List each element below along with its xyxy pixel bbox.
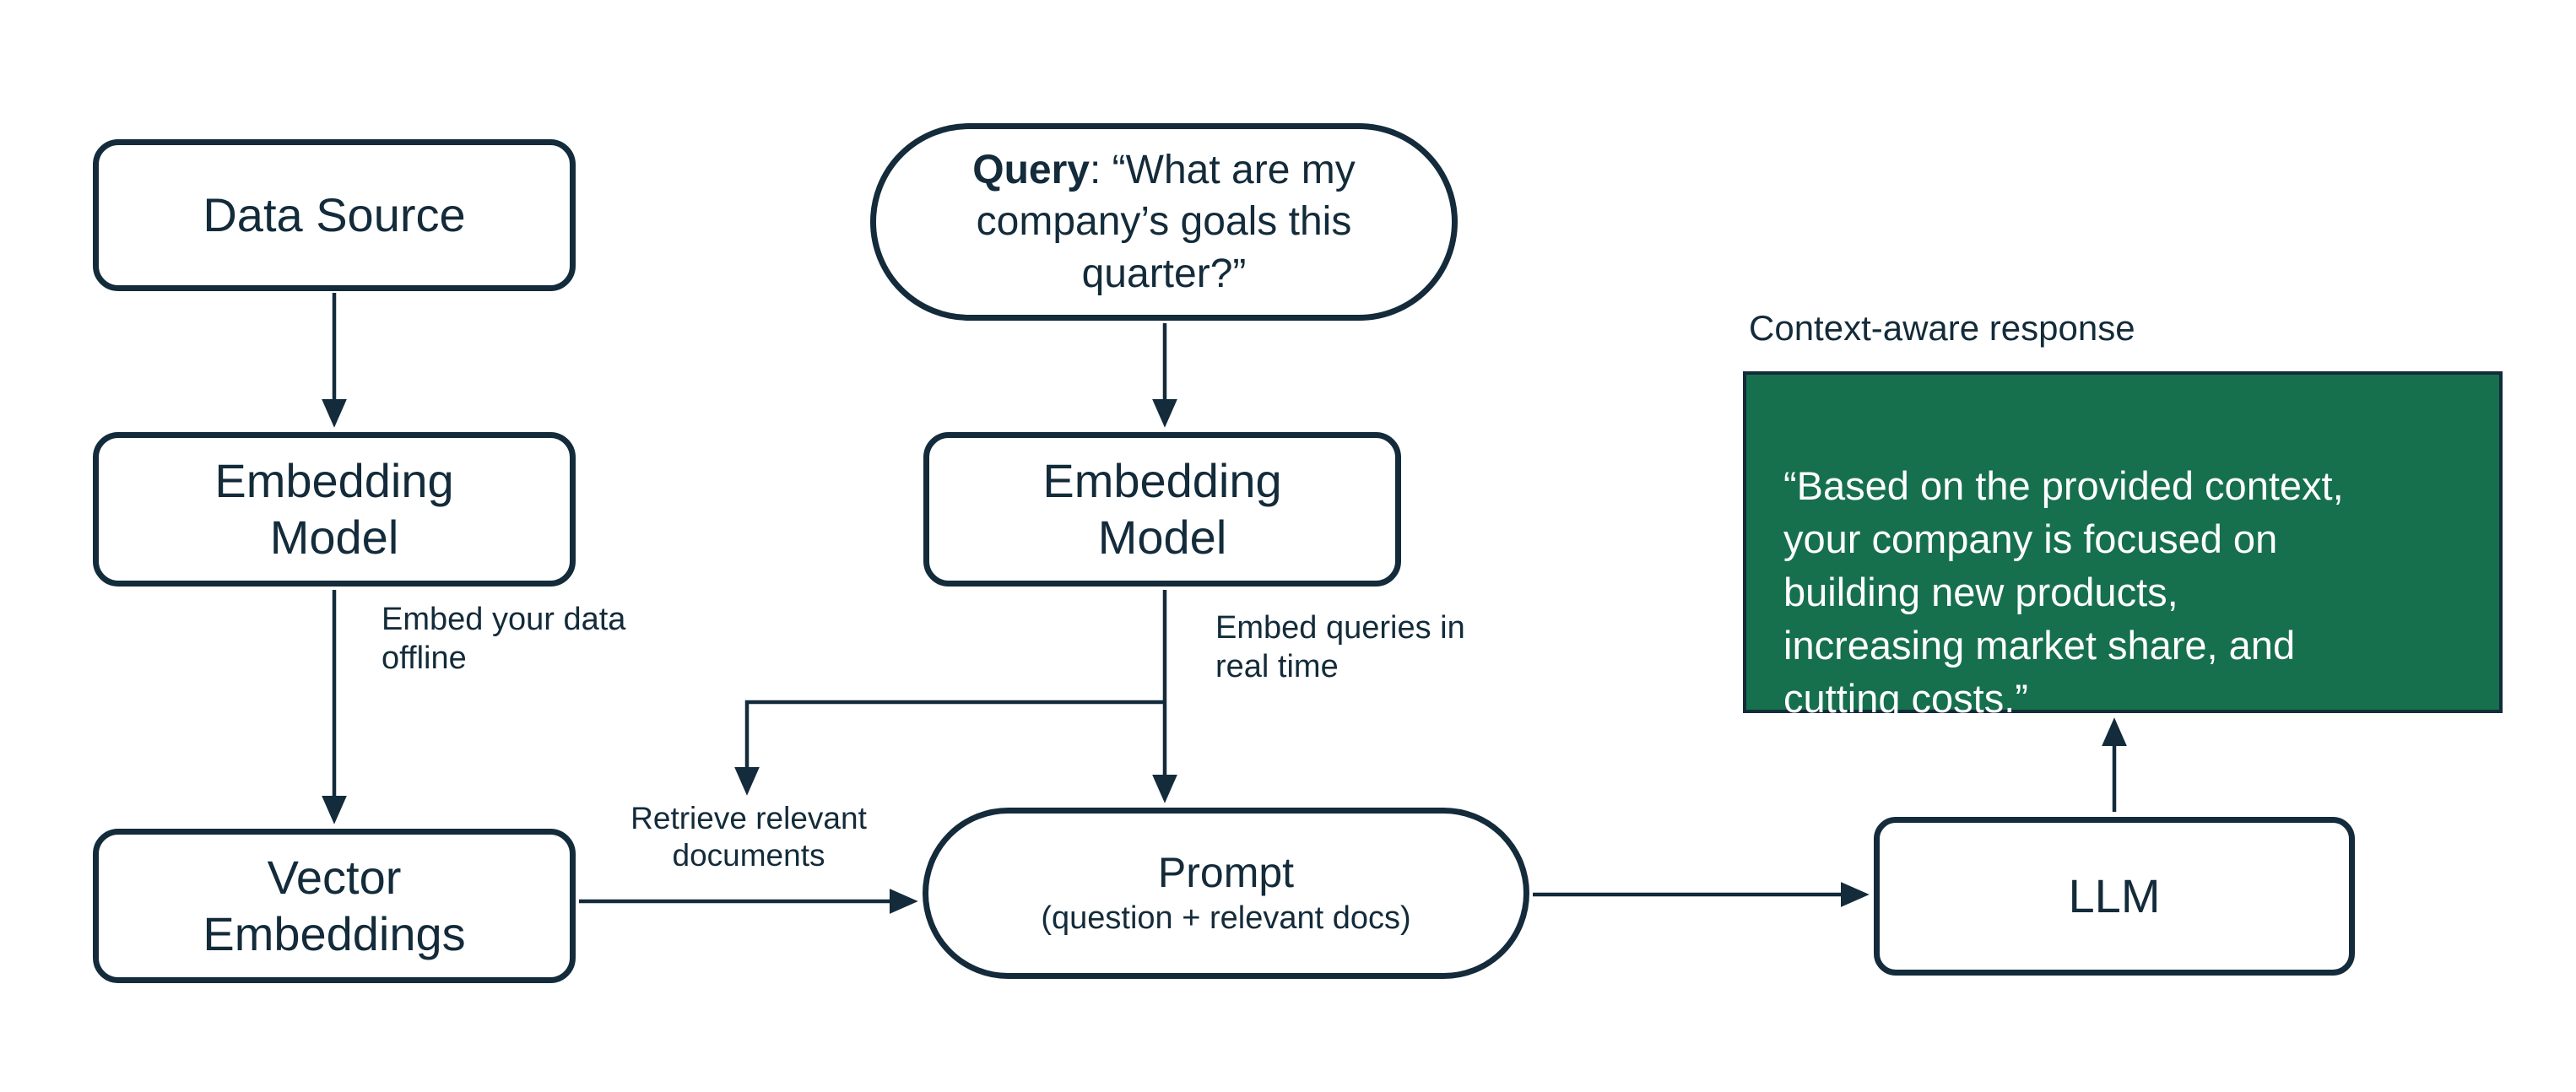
llm-label: LLM	[2068, 868, 2161, 922]
prompt-subtitle: (question + relevant docs)	[1041, 900, 1411, 936]
edge-label-embed-realtime: Embed queries in real time	[1215, 610, 1465, 684]
prompt-title: Prompt	[1157, 848, 1295, 896]
node-llm: LLM	[1874, 817, 2355, 976]
arrow-retrieve-documents-elbow	[734, 700, 1165, 796]
query-label: Query: “What are my company’s goals this…	[928, 144, 1400, 300]
query-label-rest: : “What are my company’s goals this quar…	[976, 147, 1356, 296]
response-text: “Based on the provided context, your com…	[1783, 462, 2344, 721]
node-prompt: Prompt (question + relevant docs)	[923, 808, 1529, 979]
data-source-label: Data Source	[203, 187, 466, 241]
node-vector-embeddings: Vector Embeddings	[93, 829, 576, 983]
edge-label-retrieve-documents: Retrieve relevant documents	[630, 801, 867, 873]
node-embedding-model-query: Embedding Model	[923, 432, 1401, 587]
query-label-bold: Query	[972, 147, 1090, 192]
edge-label-embed-offline: Embed your data offline	[382, 602, 626, 676]
response-caption: Context-aware response	[1749, 308, 2135, 348]
vector-embeddings-label: Vector Embeddings	[203, 851, 466, 960]
response-box: “Based on the provided context, your com…	[1743, 371, 2503, 721]
node-embedding-model-offline: Embedding Model	[93, 432, 576, 587]
node-query: Query: “What are my company’s goals this…	[870, 123, 1458, 321]
node-data-source: Data Source	[93, 139, 576, 291]
embedding-model-offline-label: Embedding Model	[214, 454, 454, 564]
embedding-model-query-label: Embedding Model	[1042, 454, 1282, 564]
